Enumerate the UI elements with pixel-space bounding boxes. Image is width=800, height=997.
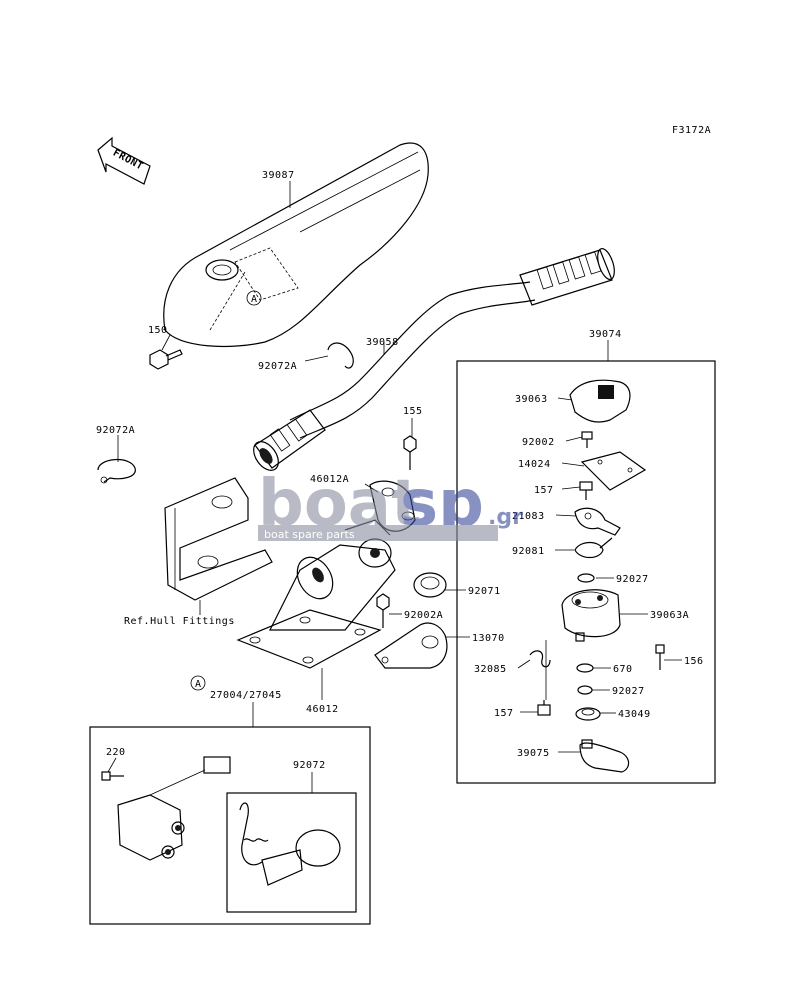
clamp-92072a-top	[327, 342, 354, 369]
handlebar	[253, 248, 615, 471]
label-39058: 39058	[366, 337, 399, 348]
label-39063: 39063	[515, 394, 548, 405]
label-92072a-top: 92072A	[258, 361, 297, 372]
label-670: 670	[613, 664, 633, 675]
label-92002a: 92002A	[404, 610, 443, 621]
label-92002: 92002	[522, 437, 555, 448]
label-157-bottom: 157	[494, 708, 514, 719]
label-39075: 39075	[517, 748, 550, 759]
label-220: 220	[106, 747, 126, 758]
label-39063a: 39063A	[650, 610, 689, 621]
cable-32085	[529, 640, 551, 700]
label-157-top: 157	[534, 485, 554, 496]
ref-hull-fittings-note: Ref.Hull Fittings	[124, 616, 235, 627]
label-155: 155	[403, 406, 423, 417]
watermark: boat sp .gr boat spare parts	[258, 467, 523, 541]
washer-92027-bottom	[577, 685, 593, 695]
switch-cap-39063	[569, 379, 631, 423]
label-92071: 92071	[468, 586, 501, 597]
hull-bracket	[164, 477, 273, 601]
watermark-tagline: boat spare parts	[264, 528, 355, 541]
spring-92081	[574, 537, 613, 559]
reference-marker-a: A A	[190, 294, 258, 691]
svg-text:A: A	[195, 679, 202, 690]
lanyard-box	[226, 792, 357, 913]
screw-157-bottom-icon	[537, 700, 551, 716]
label-14024: 14024	[518, 459, 551, 470]
switch-assembly-box	[456, 360, 716, 784]
screw-156-icon	[655, 644, 665, 670]
label-21083: 21083	[512, 511, 545, 522]
label-39074: 39074	[589, 329, 622, 340]
label-156: 156	[684, 656, 704, 667]
switch-body-39063a	[561, 589, 621, 642]
screw-220-icon	[101, 771, 124, 781]
bolt-155-icon	[403, 435, 417, 470]
label-39087: 39087	[262, 170, 295, 181]
label-43049: 43049	[618, 709, 651, 720]
grommet-92071	[413, 572, 447, 598]
o-ring-670	[576, 663, 594, 673]
label-92072: 92072	[293, 760, 326, 771]
label-92072a-left: 92072A	[96, 425, 135, 436]
label-92027-bottom: 92027	[612, 686, 645, 697]
screw-157-top-icon	[579, 481, 593, 500]
label-32085: 32085	[474, 664, 507, 675]
bushing-43049	[575, 707, 601, 721]
stop-switch-box	[89, 726, 371, 925]
stop-switch	[117, 756, 231, 861]
lanyard-92072	[239, 802, 341, 886]
label-92081: 92081	[512, 546, 545, 557]
handlebar-cover	[163, 142, 429, 348]
label-27004-27045: 27004/27045	[210, 690, 282, 701]
bolt-92002a-icon	[376, 593, 390, 628]
label-13070: 13070	[472, 633, 505, 644]
plate-21083	[574, 507, 621, 536]
bolt-150-icon	[149, 349, 183, 370]
washer-92027-top	[577, 573, 595, 583]
label-46012a: 46012A	[310, 474, 349, 485]
figure-code: F3172A	[672, 125, 711, 136]
label-92027-top: 92027	[616, 574, 649, 585]
svg-text:A: A	[251, 294, 258, 305]
clamp-92072a-left	[97, 459, 136, 484]
steering-holder	[236, 519, 396, 669]
gasket-14024	[580, 451, 647, 491]
label-150: 150	[148, 325, 168, 336]
label-46012: 46012	[306, 704, 339, 715]
throttle-lever-39075	[579, 739, 630, 773]
leader-lines	[107, 181, 682, 793]
plate-13070	[374, 622, 448, 669]
bolt-92002-icon	[581, 431, 593, 448]
front-arrow-icon: FRONT	[97, 136, 151, 185]
